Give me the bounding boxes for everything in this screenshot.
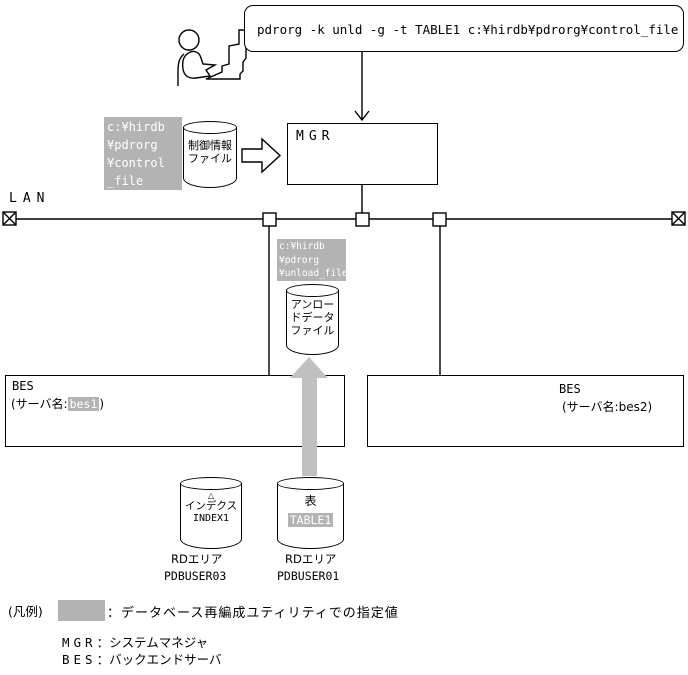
legend-swatch-desc: ：データベース再編成ユティリティでの指定値	[107, 606, 399, 621]
lan-terminator-left-icon	[2, 211, 17, 226]
lan-tap-bes2	[432, 212, 447, 227]
bes1-box: BES (サーバ名:bes1)	[5, 375, 345, 447]
mgr-label: MGR	[296, 129, 335, 144]
control-file-cylinder: 制御情報 ファイル	[183, 121, 237, 188]
bes1-title: BES	[12, 379, 34, 393]
rd-area-pdbuser01-label: RDエリア PDBUSER01	[277, 552, 340, 583]
legend-entry-mgr: MGR：システムマネジャ	[62, 635, 209, 650]
unload-file-path-label: c:¥hirdb ¥pdrorg ¥unload_file	[277, 239, 348, 281]
command-text: pdrorg -k unld -g -t TABLE1 c:¥hirdb¥pdr…	[257, 22, 679, 37]
rd-area-pdbuser03-label: RDエリア PDBUSER03	[164, 552, 227, 583]
index-marker-icon: △	[207, 491, 215, 500]
speech-bubble-tail	[205, 29, 247, 80]
lan-terminator-right-icon	[671, 211, 686, 226]
lan-label: LAN	[9, 191, 51, 206]
bes2-box: BES (サーバ名:bes2)	[367, 375, 684, 447]
lan-tap-bes1	[262, 212, 277, 227]
unload-file-cylinder: アンロー ドデータ ファイル	[286, 284, 339, 355]
bes2-server-name: (サーバ名:bes2)	[562, 400, 653, 414]
command-box: pdrorg -k unld -g -t TABLE1 c:¥hirdb¥pdr…	[244, 5, 684, 52]
bes1-server-name: (サーバ名:bes1)	[11, 397, 104, 411]
table-cylinder: 表 TABLE1	[277, 477, 344, 549]
control-file-path-label: c:¥hirdb ¥pdrorg ¥control _file	[104, 117, 182, 190]
person-icon	[177, 29, 218, 86]
table-name-highlight: TABLE1	[287, 513, 334, 527]
legend-swatch	[58, 600, 105, 621]
bes1-highlight: bes1	[67, 397, 100, 411]
bes2-title: BES	[559, 382, 581, 396]
legend-title: (凡例)	[8, 604, 43, 619]
command-to-mgr-arrow	[354, 52, 370, 122]
mgr-box: MGR	[287, 123, 438, 185]
lan-tap-mgr	[355, 212, 370, 227]
index-cylinder: △ インデクス INDEX1	[180, 477, 242, 549]
input-arrow-icon	[241, 137, 282, 174]
legend-entry-bes: BES：バックエンドサーバ	[62, 652, 222, 667]
